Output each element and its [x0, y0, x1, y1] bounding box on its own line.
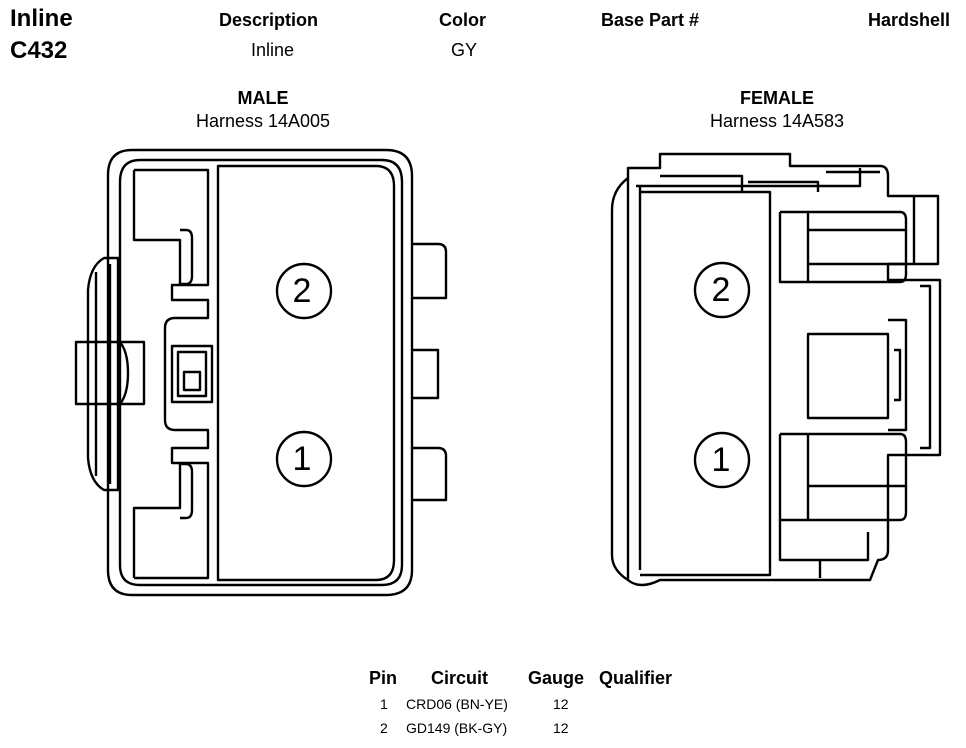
- male-title: MALE: [237, 88, 289, 108]
- female-pin-1-circle: [693, 431, 751, 489]
- connector-title-line1: Inline: [10, 5, 73, 32]
- description-value: Inline: [251, 40, 295, 60]
- female-pin-2-label: 2: [712, 271, 731, 309]
- row-2-circuit: GD149 (BK-GY): [406, 720, 508, 736]
- connector-title-line2: C432: [10, 37, 68, 64]
- male-pin-2-label: 2: [293, 272, 312, 310]
- female-pin-2-circle: [693, 261, 751, 319]
- base-part-label: Base Part #: [601, 10, 700, 30]
- qualifier-column-header: Qualifier: [599, 668, 673, 688]
- female-title: FEMALE: [740, 88, 814, 108]
- row-2-gauge: 12: [553, 720, 569, 736]
- male-connector-outline: [74, 148, 448, 597]
- color-value: GY: [451, 40, 478, 60]
- pin-column-header: Pin: [369, 668, 398, 688]
- male-pin-1-circle: [275, 430, 333, 488]
- male-harness: Harness 14A005: [195, 111, 331, 131]
- row-1-circuit: CRD06 (BN-YE): [406, 696, 508, 712]
- female-pin-1-label: 1: [712, 441, 731, 479]
- row-1-pin: 1: [380, 696, 388, 712]
- female-harness: Harness 14A583: [709, 111, 845, 131]
- color-label: Color: [439, 10, 486, 30]
- male-pin-2-circle: [275, 262, 333, 320]
- hardshell-label: Hardshell: [868, 10, 951, 30]
- circuit-column-header: Circuit: [431, 668, 489, 688]
- row-1-gauge: 12: [553, 696, 569, 712]
- gauge-column-header: Gauge: [528, 668, 585, 688]
- description-label: Description: [219, 10, 319, 30]
- male-pin-1-label: 1: [293, 440, 312, 478]
- row-2-pin: 2: [380, 720, 388, 736]
- female-connector-outline: [610, 152, 942, 587]
